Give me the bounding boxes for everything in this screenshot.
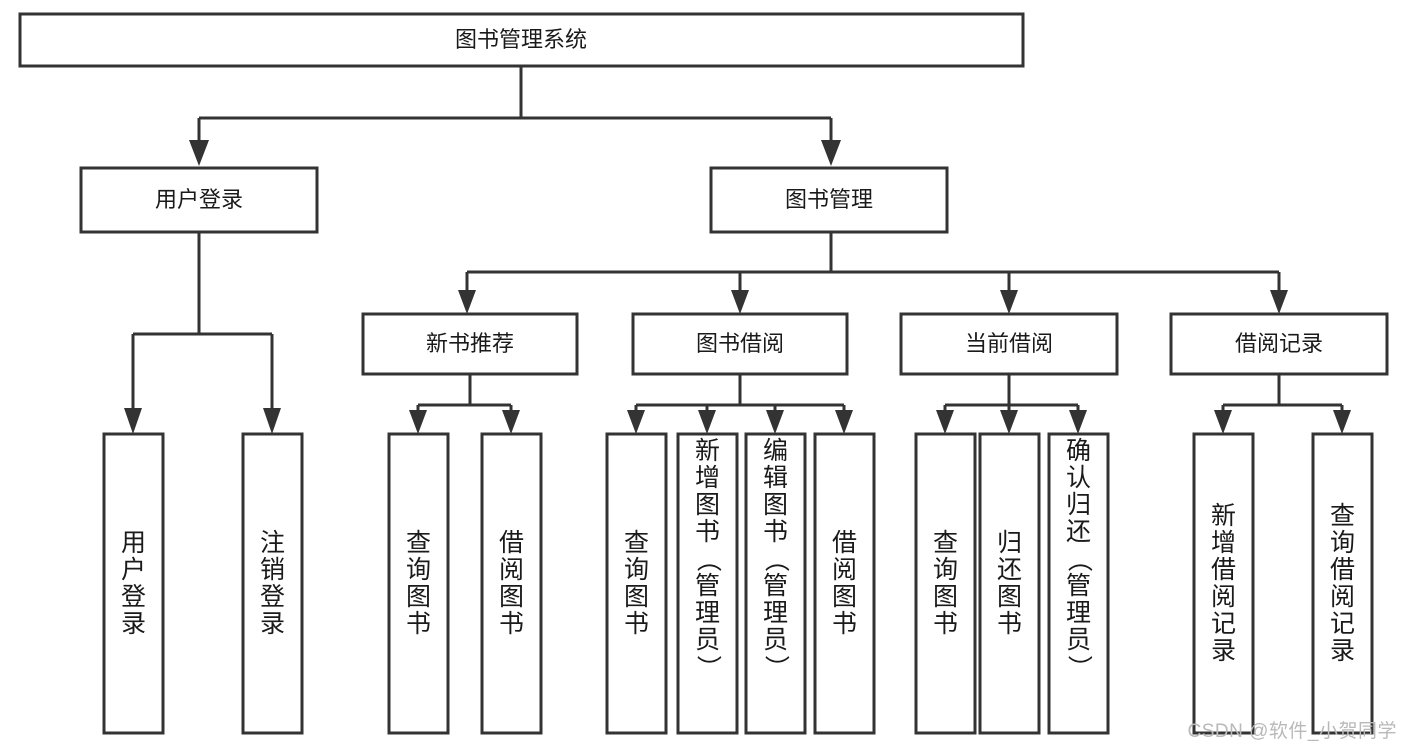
leaf-box-logout[interactable] xyxy=(241,432,304,735)
node-new-book-recommend[interactable]: 新书推荐 xyxy=(361,312,579,376)
arrow-head-nb-leaf2 xyxy=(502,410,520,434)
node-borrow-record-label: 借阅记录 xyxy=(1235,331,1323,356)
leaf-box-bb-borrow-book[interactable] xyxy=(813,432,876,735)
leaf-box-nb-query-book[interactable] xyxy=(387,432,450,735)
arrow-head-bb-leaf1 xyxy=(627,410,645,434)
arrow-head-borrow-record xyxy=(1270,290,1288,314)
node-new-book-recommend-label: 新书推荐 xyxy=(426,331,514,356)
leaf-box-br-add-record[interactable] xyxy=(1192,432,1255,735)
connector-group-new-book-children xyxy=(409,374,520,434)
node-current-borrow[interactable]: 当前借阅 xyxy=(899,312,1119,376)
node-user-login[interactable]: 用户登录 xyxy=(79,166,319,234)
arrow-head-bb-leaf3 xyxy=(766,410,784,434)
leaf-box-bb-query-book[interactable] xyxy=(605,432,668,735)
leaf-boxes-group xyxy=(102,432,1374,735)
leaf-box-nb-borrow-book[interactable] xyxy=(480,432,543,735)
connector-group-book-borrow-children xyxy=(627,374,853,434)
node-book-management[interactable]: 图书管理 xyxy=(709,166,949,234)
csdn-watermark: CSDN @软件_小贺同学 xyxy=(1187,721,1397,742)
node-current-borrow-label: 当前借阅 xyxy=(965,331,1053,356)
connector-group-user-login-children xyxy=(124,232,281,434)
arrow-head-current-borrow xyxy=(1000,290,1018,314)
node-user-login-box[interactable] xyxy=(79,166,319,234)
arrow-head-new-book xyxy=(458,290,476,314)
node-book-management-box[interactable] xyxy=(709,166,949,234)
connector-group-current-borrow-children xyxy=(936,374,1087,434)
node-book-borrow-label: 图书借阅 xyxy=(696,331,784,356)
node-book-management-label: 图书管理 xyxy=(785,187,873,212)
leaf-box-bb-add-book[interactable] xyxy=(676,432,739,735)
arrow-head-cb-leaf2 xyxy=(1000,410,1018,434)
node-borrow-record[interactable]: 借阅记录 xyxy=(1169,312,1389,376)
node-root[interactable]: 图书管理系统 xyxy=(18,12,1025,68)
node-borrow-record-box[interactable] xyxy=(1169,312,1389,376)
arrow-head-cb-leaf1 xyxy=(936,410,954,434)
leaf-box-cb-confirm-return[interactable] xyxy=(1047,432,1110,735)
node-root-label: 图书管理系统 xyxy=(455,27,587,52)
connector-group-borrow-record-children xyxy=(1214,374,1351,434)
connector-group-root-to-level2 xyxy=(189,66,841,166)
connector-group-book-mgmt-children xyxy=(458,232,1288,314)
leaf-box-br-query-record[interactable] xyxy=(1311,432,1374,735)
leaf-box-user-login[interactable] xyxy=(102,432,165,735)
arrow-head-leaf-logout xyxy=(263,408,281,434)
arrow-head-user-login xyxy=(189,140,209,166)
node-current-borrow-box[interactable] xyxy=(899,312,1119,376)
arrow-head-nb-leaf1 xyxy=(409,410,427,434)
arrow-head-leaf-user-login xyxy=(124,408,142,434)
node-user-login-label: 用户登录 xyxy=(155,187,243,212)
arrow-head-bb-leaf2 xyxy=(698,410,716,434)
arrow-head-br-leaf2 xyxy=(1333,410,1351,434)
arrow-head-book-mgmt xyxy=(821,140,841,166)
node-new-book-recommend-box[interactable] xyxy=(361,312,579,376)
leaf-box-bb-edit-book[interactable] xyxy=(744,432,807,735)
arrow-head-bb-leaf4 xyxy=(835,410,853,434)
arrow-head-cb-leaf3 xyxy=(1069,410,1087,434)
arrow-head-br-leaf1 xyxy=(1214,410,1232,434)
arrow-head-book-borrow xyxy=(731,290,749,314)
leaf-box-cb-return-book[interactable] xyxy=(978,432,1041,735)
node-root-box[interactable] xyxy=(18,12,1025,68)
node-book-borrow-box[interactable] xyxy=(631,312,849,376)
node-book-borrow[interactable]: 图书借阅 xyxy=(631,312,849,376)
leaf-box-cb-query-book[interactable] xyxy=(914,432,977,735)
